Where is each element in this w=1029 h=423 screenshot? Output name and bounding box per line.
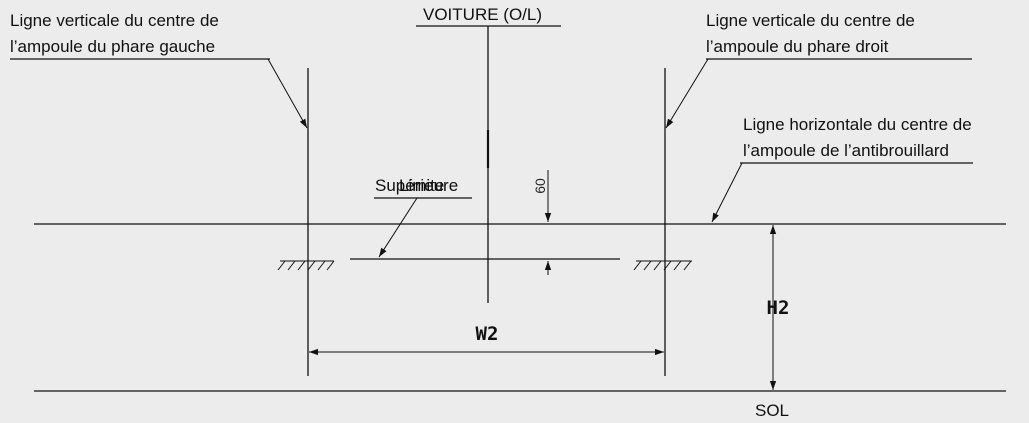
upper-limit-label-1: Limite	[399, 176, 444, 195]
right-hatch-mark	[633, 260, 692, 271]
height-dimension-value: H2	[767, 297, 790, 319]
right-line-label-2: l’ampoule du phare droit	[706, 37, 889, 56]
left-line-label-2: l’ampoule du phare gauche	[10, 37, 215, 56]
width-dimension-value: W2	[476, 323, 499, 345]
left-hatch-mark	[277, 260, 335, 271]
left-line-label-1: Ligne verticale du centre de	[10, 11, 219, 30]
car-label: VOITURE (O/L)	[423, 5, 542, 24]
offset-dimension-value: 60	[532, 178, 548, 194]
right-line-leader	[665, 58, 709, 129]
fog-line-label-1: Ligne horizontale du centre de	[743, 115, 972, 134]
left-line-leader	[267, 58, 308, 129]
upper-limit-leader	[378, 197, 418, 258]
fog-line-label-2: l’ampoule de l’antibrouillard	[743, 141, 949, 160]
ground-label: SOL	[755, 401, 789, 420]
right-line-label-1: Ligne verticale du centre de	[706, 11, 915, 30]
upper-limit-label-2-visible: Supérieure	[375, 176, 458, 195]
fog-line-leader	[711, 162, 743, 223]
